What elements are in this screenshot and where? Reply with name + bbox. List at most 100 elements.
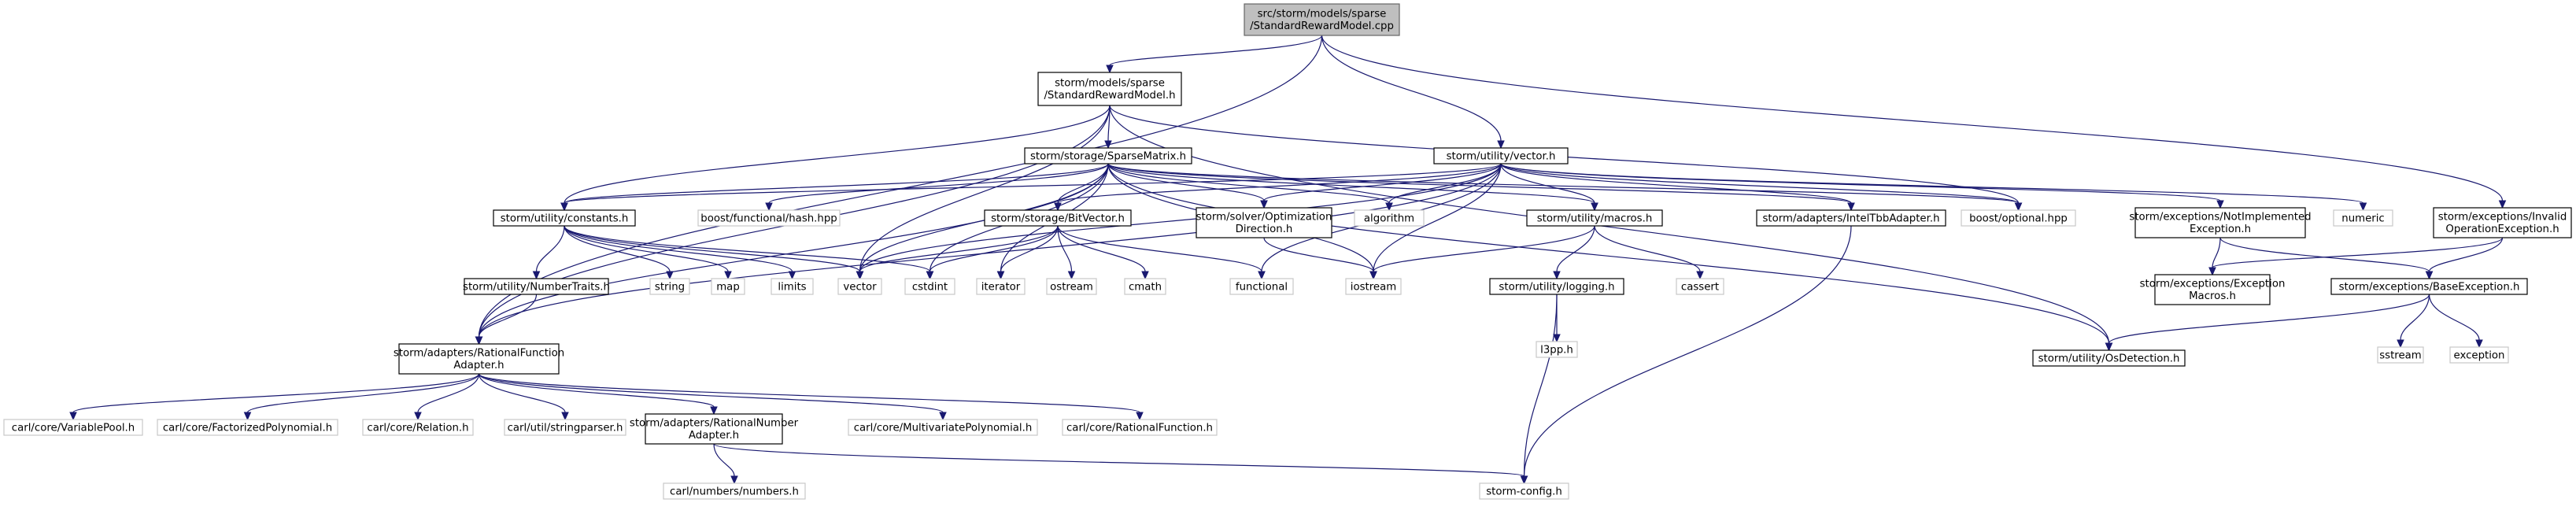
edge-vector_h-to-rfa — [475, 163, 1502, 346]
node-label: carl/core/FactorizedPolynomial.h — [163, 422, 332, 434]
node-label: map — [716, 281, 740, 293]
node-box — [2134, 207, 2306, 238]
node-multipoly: carl/core/MultivariatePolynomial.h — [848, 419, 1038, 436]
edge-vector_h-to-bitvector — [1054, 163, 1502, 212]
edge-line — [1107, 163, 1595, 204]
node-box — [2449, 346, 2509, 364]
node-label: storm/storage/SparseMatrix.h — [1030, 150, 1186, 162]
node-box — [1037, 72, 1182, 106]
edge-line — [1500, 163, 2020, 204]
node-label: boost/functional/hash.hpp — [700, 213, 837, 224]
edge-root-to-invalidop — [1321, 35, 2507, 209]
node-label: Exception.h — [2190, 224, 2251, 235]
edge-line — [1107, 163, 2020, 204]
node-box — [1536, 341, 1578, 358]
edge-constants-to-string — [564, 225, 674, 280]
node-numtraits[interactable]: storm/utility/NumberTraits.h — [463, 278, 610, 295]
edge-line — [859, 163, 1109, 272]
edge-line — [713, 443, 735, 477]
node-sparse_matrix[interactable]: storm/storage/SparseMatrix.h — [1024, 147, 1192, 164]
node-root[interactable]: src/storm/models/sparse/StandardRewardMo… — [1244, 3, 1400, 36]
node-box — [663, 482, 806, 500]
node-label: storm-config.h — [1486, 486, 1562, 497]
node-label: functional — [1236, 281, 1288, 293]
node-srm_h[interactable]: storm/models/sparse/StandardRewardModel.… — [1037, 72, 1182, 106]
edge-arrowhead — [1141, 271, 1149, 280]
node-strparser: carl/util/stringparser.h — [504, 419, 626, 436]
edge-arrowhead — [2105, 342, 2113, 352]
edge-arrowhead — [996, 271, 1005, 280]
edge-line — [1523, 294, 1558, 477]
node-box — [1124, 278, 1166, 295]
node-box — [1756, 209, 1946, 227]
edge-line — [1263, 237, 1374, 272]
node-box — [645, 413, 783, 445]
edge-bitvector-to-ostream — [1057, 225, 1076, 280]
node-macros[interactable]: storm/utility/macros.h — [1526, 209, 1663, 227]
edge-root-to-vector_h — [1321, 35, 1505, 150]
node-label: storm/utility/constants.h — [501, 213, 629, 224]
edge-rna-to-stormconfig — [713, 443, 1528, 485]
node-box — [697, 209, 841, 227]
edge-line — [1500, 163, 1852, 204]
node-bitvector[interactable]: storm/storage/BitVector.h — [984, 209, 1132, 227]
edge-vector_h-to-optdir — [1260, 163, 1502, 209]
edge-arrowhead — [2208, 267, 2216, 276]
edge-arrowhead — [561, 412, 569, 421]
edge-vector_h-to-numeric — [1500, 163, 2367, 212]
edge-arrowhead — [243, 412, 252, 421]
edge-arrowhead — [1847, 202, 1855, 212]
edge-sparse_matrix-to-constants — [560, 163, 1109, 212]
node-logging[interactable]: storm/utility/logging.h — [1489, 278, 1624, 295]
edge-line — [1373, 163, 1502, 272]
node-ostream: ostream — [1046, 278, 1097, 295]
node-box — [464, 278, 609, 295]
edge-line — [1556, 225, 1595, 272]
edge-line — [2400, 294, 2430, 341]
edge-baseexc-to-sstream — [2397, 294, 2430, 349]
edge-arrowhead — [939, 412, 947, 421]
node-label: algorithm — [1364, 213, 1414, 224]
node-baseexc[interactable]: storm/exceptions/BaseException.h — [2330, 278, 2528, 295]
edge-rfa-to-strparser — [478, 373, 569, 421]
node-label: Macros.h — [2189, 290, 2236, 302]
node-vector_h[interactable]: storm/utility/vector.h — [1433, 147, 1569, 164]
edge-rfa-to-relation — [414, 373, 480, 421]
node-map: map — [711, 278, 745, 295]
edge-line — [1000, 225, 1059, 272]
node-invalidop[interactable]: storm/exceptions/InvalidOperationExcepti… — [2433, 207, 2572, 238]
node-box — [771, 278, 814, 295]
edge-line — [2428, 294, 2480, 341]
node-notimpl[interactable]: storm/exceptions/NotImplementedException… — [2129, 207, 2312, 238]
node-box — [2333, 209, 2393, 227]
node-box — [649, 278, 690, 295]
node-constants[interactable]: storm/utility/constants.h — [493, 209, 636, 227]
edge-line — [535, 225, 565, 272]
edge-arrowhead — [2359, 202, 2367, 212]
node-label: storm/storage/BitVector.h — [991, 213, 1125, 224]
node-label: storm/utility/vector.h — [1447, 150, 1556, 162]
edge-arrowhead — [1497, 140, 1505, 150]
node-box — [2330, 278, 2528, 295]
edge-arrowhead — [2498, 200, 2507, 209]
edge-line — [1057, 225, 1073, 272]
node-label: vector — [843, 281, 877, 293]
node-tbb[interactable]: storm/adapters/IntelTbbAdapter.h — [1756, 209, 1946, 227]
node-limits: limits — [771, 278, 814, 295]
node-label: cassert — [1681, 281, 1719, 293]
edge-line — [768, 163, 1109, 204]
node-osdet[interactable]: storm/utility/OsDetection.h — [2032, 349, 2186, 367]
edge-vector_h-to-constants — [560, 163, 1502, 212]
edge-line — [1107, 163, 1265, 201]
node-iostream: iostream — [1345, 278, 1402, 295]
edge-arrowhead — [1104, 140, 1112, 150]
node-label: storm/utility/NumberTraits.h — [463, 281, 610, 293]
edge-arrowhead — [926, 271, 934, 280]
edge-layer — [69, 35, 2507, 485]
edge-rfa-to-factpoly — [243, 373, 480, 421]
